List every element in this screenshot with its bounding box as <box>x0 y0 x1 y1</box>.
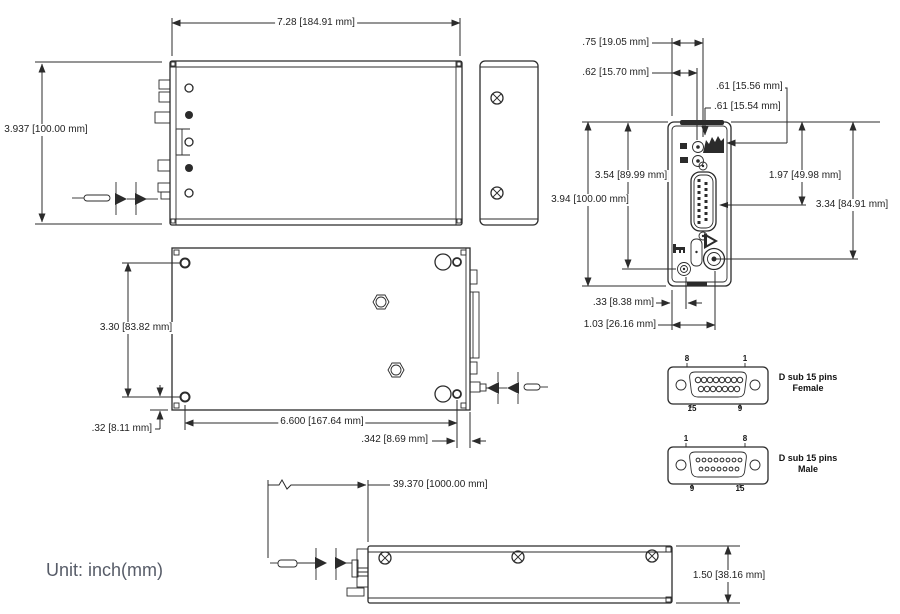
unit-note: Unit: inch(mm) <box>46 560 164 580</box>
phillips-screw-icon <box>511 550 525 564</box>
phillips-screw-icon <box>645 549 659 563</box>
dim-rear-height-334: 3.34 [84.91 mm] <box>813 199 891 211</box>
male-pin-top-right: 8 <box>742 434 748 443</box>
phillips-screw-icon <box>490 186 504 200</box>
dsub-male-gender: Male <box>797 464 818 474</box>
fiber-break-symbol <box>72 182 171 215</box>
mounting-hole <box>452 389 462 399</box>
fiber-break-symbol <box>270 548 352 580</box>
mounting-hole <box>434 253 452 271</box>
hole <box>185 111 193 119</box>
mounting-hole <box>179 257 191 269</box>
dim-bottom-hole-spacing: 6.600 [167.64 mm] <box>278 416 366 428</box>
dsub-female-title: D sub 15 pins <box>778 372 838 382</box>
laser-warning-icon <box>704 233 718 249</box>
mounting-hole <box>179 391 191 403</box>
hole <box>184 83 194 93</box>
dsub-female-gender: Female <box>792 383 824 393</box>
indicator-icon <box>680 143 687 149</box>
dsub-female-diagram <box>667 363 769 408</box>
female-pin-top-right: 1 <box>742 354 748 363</box>
dim-bottom-edge-offset: .32 [8.11 mm] <box>89 423 154 435</box>
female-pin-bottom-right: 9 <box>737 404 743 413</box>
dsub-male-title: D sub 15 pins <box>778 453 838 463</box>
male-pin-bottom-left: 9 <box>689 484 695 493</box>
mounting-hole <box>434 385 452 403</box>
dim-rear-offset-61b: .61 [15.54 mm] <box>712 101 783 113</box>
dim-bottom-height: 3.30 [83.82 mm] <box>97 322 175 334</box>
cable-side-view <box>267 479 740 604</box>
hole <box>184 188 194 198</box>
dim-rear-height-197: 1.97 [49.98 mm] <box>766 170 844 182</box>
hole <box>185 164 193 172</box>
side-view <box>479 60 539 226</box>
aux-connector <box>692 155 704 167</box>
male-pin-top-left: 1 <box>683 434 689 443</box>
dim-bottom-side-offset: .342 [8.69 mm] <box>359 434 430 446</box>
dim-rear-offset-61a: .61 [15.56 mm] <box>714 81 785 93</box>
aux-connector <box>692 141 704 153</box>
fiber-break-symbol <box>469 372 548 404</box>
dsub-connector-icon <box>690 161 717 241</box>
interlock-connector-icon <box>677 262 691 276</box>
dsub-male-diagram <box>667 443 769 488</box>
dim-top-width: 7.28 [184.91 mm] <box>275 17 357 29</box>
dim-cable-height: 1.50 [38.16 mm] <box>690 570 768 582</box>
dsub-male-label: D sub 15 pins Male <box>768 453 848 475</box>
rear-panel-view <box>582 38 880 330</box>
standoff <box>372 294 390 310</box>
dim-cable-fiber-length: 39.370 [1000.00 mm] <box>391 479 490 491</box>
dim-rear-offset-33: .33 [8.38 mm] <box>590 297 656 309</box>
dim-rear-offset-62: .62 [15.70 mm] <box>580 67 651 79</box>
phillips-screw-icon <box>490 91 504 105</box>
phillips-screw-icon <box>378 551 392 565</box>
hole <box>184 137 194 147</box>
keyswitch-slot <box>690 238 703 267</box>
dim-rear-offset-103: 1.03 [26.16 mm] <box>581 319 658 331</box>
fiber-port-icon <box>703 136 724 153</box>
dim-rear-offset-75: .75 [19.05 mm] <box>580 37 651 49</box>
male-pin-bottom-right: 15 <box>735 484 745 493</box>
dim-rear-height-354: 3.54 [89.99 mm] <box>592 170 670 182</box>
mounting-hole <box>452 257 462 267</box>
key-switch-icon <box>673 244 685 253</box>
female-pin-top-left: 8 <box>684 354 690 363</box>
indicator-icon <box>680 157 688 163</box>
female-pin-bottom-left: 15 <box>687 404 697 413</box>
dim-top-height: 3.937 [100.00 mm] <box>2 124 90 136</box>
dim-rear-height-394: 3.94 [100.00 mm] <box>549 194 631 206</box>
top-view <box>35 18 463 226</box>
fiber-connector <box>346 548 369 597</box>
dsub-female-label: D sub 15 pins Female <box>768 372 848 394</box>
standoff <box>387 362 405 378</box>
